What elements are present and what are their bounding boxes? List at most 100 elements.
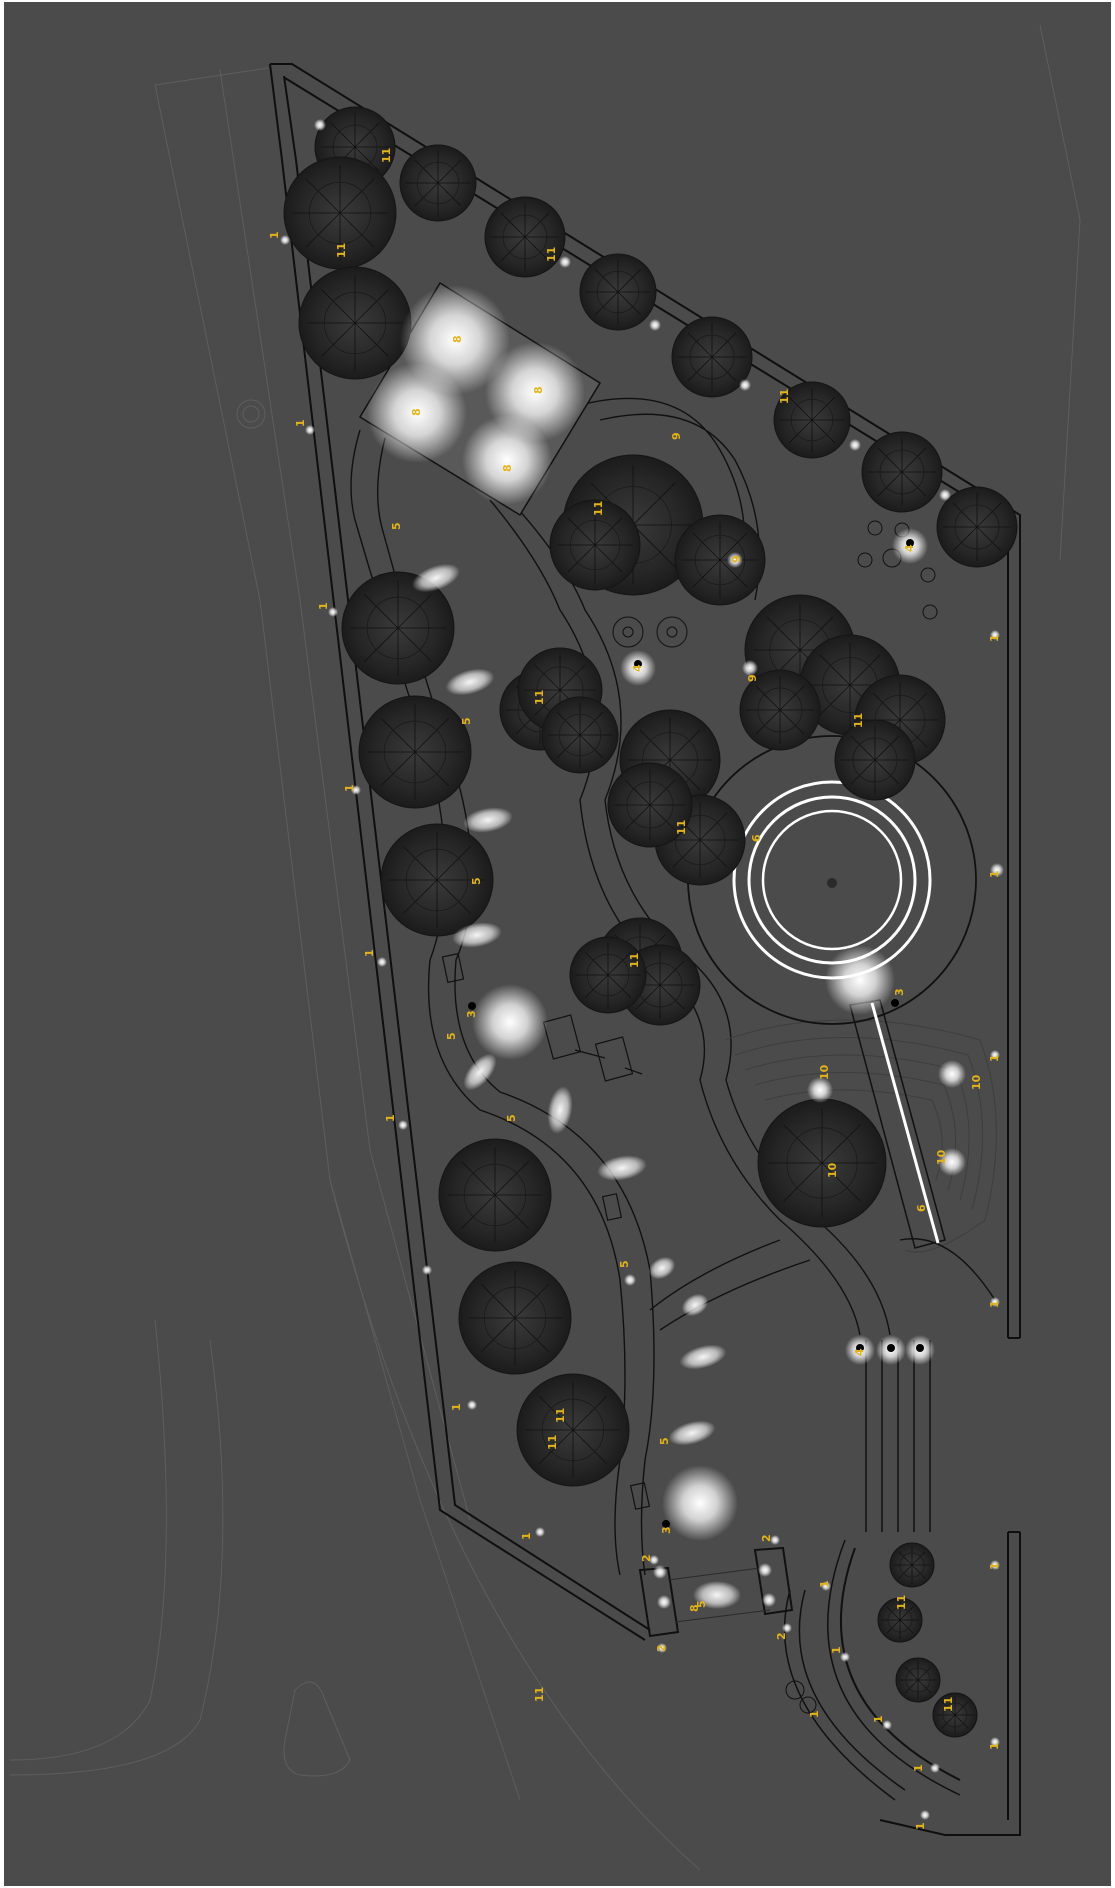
fixture-label: 6 (750, 834, 763, 842)
entry-steps (783, 1340, 961, 1801)
fixture-label: 2 (760, 1534, 773, 1542)
fixture-label: 10 (970, 1074, 983, 1090)
fixture-label: 11 (546, 1435, 559, 1450)
fixture-label: 5 (658, 1437, 671, 1445)
fixture-label: 11 (592, 501, 605, 516)
fixture-label: 9 (670, 432, 683, 440)
fixture-label: 4 (903, 544, 916, 552)
light-glow (938, 1060, 966, 1088)
fixture-labels: 1111111111111111111122223334445555555566… (268, 148, 1001, 1830)
fixture-label: 2 (775, 1632, 788, 1640)
tree (861, 431, 943, 513)
fixture-label: 3 (660, 1526, 673, 1534)
fixture-label: 1 (988, 1300, 1001, 1308)
plan-background (4, 2, 1111, 1886)
light-glow (463, 1053, 497, 1091)
tree (516, 1373, 630, 1487)
fixture-dot (906, 539, 914, 547)
light-glow (739, 379, 751, 391)
light-glow (472, 984, 548, 1060)
light-glow (807, 1077, 833, 1103)
fixture-label: 1 (450, 1403, 463, 1411)
light-glow (990, 630, 1000, 640)
fixture-label: 1 (384, 1114, 397, 1122)
fixture-dot (916, 1344, 924, 1352)
fixture-label: 10 (826, 1162, 839, 1178)
fixture-label: 1 (988, 1562, 1001, 1570)
light-glow (351, 785, 361, 795)
tree (579, 253, 657, 331)
light-glow (825, 945, 895, 1015)
tree (674, 514, 766, 606)
fixture-label: 11 (628, 953, 641, 968)
light-glow (657, 1595, 671, 1609)
light-glows (280, 119, 1004, 1820)
fixture-label: 1 (988, 1742, 1001, 1750)
light-glow (657, 1643, 667, 1653)
fixture-dot (634, 660, 642, 668)
tree (484, 196, 566, 278)
tree (773, 381, 851, 459)
light-glow (649, 319, 661, 331)
fixture-label: 11 (778, 389, 791, 404)
light-glow (742, 660, 758, 676)
tree (569, 936, 647, 1014)
fixture-label: 1 (912, 1764, 925, 1772)
light-glow (758, 1563, 772, 1577)
fixture-label: 8 (451, 335, 464, 343)
fixture-dot (662, 1520, 670, 1528)
tree (283, 156, 397, 270)
light-glow (939, 489, 951, 501)
light-glow (930, 1763, 940, 1773)
fixture-label: 8 (532, 386, 545, 394)
tree (895, 1657, 941, 1703)
light-glow (821, 1581, 831, 1591)
light-glow (840, 1652, 850, 1662)
light-glow (597, 1155, 647, 1181)
light-glow (624, 1274, 636, 1286)
light-glow (727, 552, 743, 568)
fixture-label: 1 (343, 784, 356, 792)
fixture-dot (856, 1344, 864, 1352)
fixture-label: 8 (501, 464, 514, 472)
fixture-label: 8 (410, 408, 423, 416)
tree (380, 823, 494, 937)
fixture-label: 3 (465, 1010, 478, 1018)
light-glow (280, 235, 290, 245)
light-glow (467, 1400, 477, 1410)
fixture-label: 1 (914, 1822, 927, 1830)
fixture-label: 1 (988, 1054, 1001, 1062)
fixture-label: 5 (390, 522, 403, 530)
light-glow (445, 668, 495, 696)
light-glow (681, 1293, 709, 1317)
fixture-label: 11 (895, 1595, 908, 1610)
tree (438, 1138, 552, 1252)
tree (671, 316, 753, 398)
fixture-label: 11 (335, 243, 348, 258)
light-glow (452, 922, 502, 948)
fixture-label: 11 (942, 1697, 955, 1712)
tree (298, 266, 412, 380)
fixture-label: 11 (852, 713, 865, 728)
light-glow (535, 1527, 545, 1537)
light-glow (653, 1565, 667, 1579)
light-glow (938, 1148, 966, 1176)
fixture-label: 11 (545, 247, 558, 262)
light-glow (328, 607, 338, 617)
fixture-label: 11 (533, 690, 546, 705)
light-glow (367, 363, 467, 463)
fixture-label: 1 (988, 634, 1001, 642)
light-glow (398, 1120, 408, 1130)
light-glow (920, 1810, 930, 1820)
fixture-label: 5 (695, 1600, 708, 1608)
light-glow (547, 1086, 573, 1134)
light-glow (463, 807, 513, 833)
tree (541, 696, 619, 774)
light-glow (648, 1256, 676, 1280)
light-glow (990, 863, 1004, 877)
fixture-label: 11 (533, 1687, 546, 1702)
light-glow (559, 256, 571, 268)
fixture-label: 1 (294, 419, 307, 427)
light-glow (662, 1465, 738, 1541)
